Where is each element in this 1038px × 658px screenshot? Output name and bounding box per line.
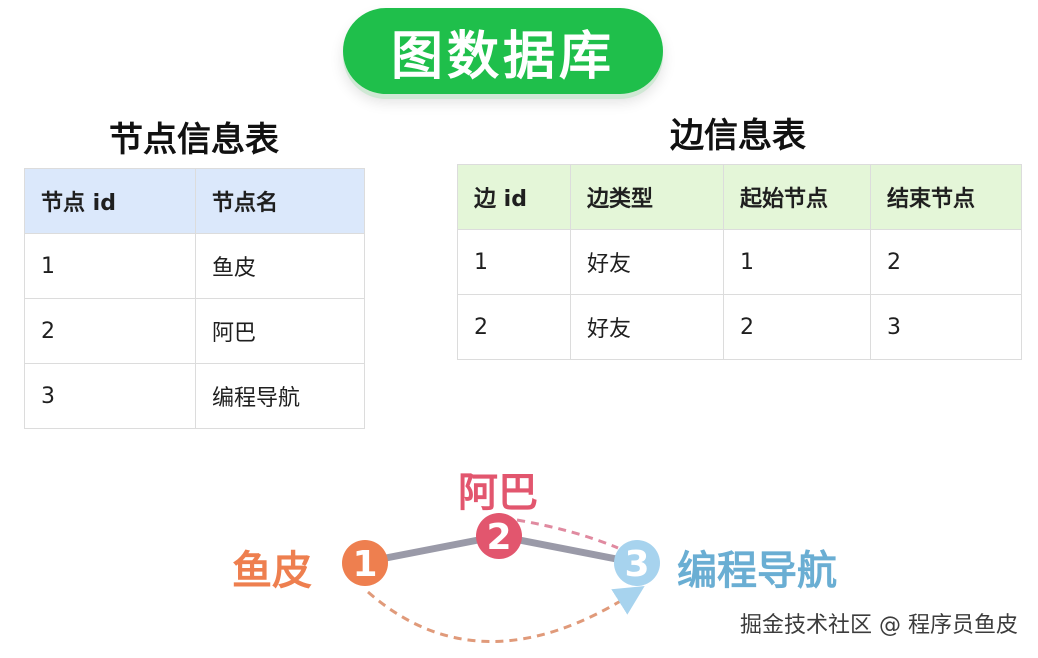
watermark: 掘金技术社区 @ 程序员鱼皮 [740,613,1018,638]
edge-table-heading: 边信息表 [670,116,806,156]
column-header-node-name: 节点名 [195,168,365,234]
node-id-2: 2 [486,517,511,558]
dashed-arc-1-3 [367,585,645,643]
cell-node-name: 鱼皮 [195,233,365,299]
node-info-table: 节点 id 节点名 1 鱼皮 2 阿巴 3 编程导航 [24,168,365,429]
cell-node-name: 阿巴 [195,298,365,364]
cell-edge-id: 1 [457,229,571,295]
cell-node-name: 编程导航 [195,363,365,429]
node-table-heading: 节点信息表 [109,120,279,160]
node-circle-2 [476,513,522,559]
edge-info-table: 边 id 边类型 起始节点 结束节点 1 好友 1 2 2 好友 2 3 [457,164,1022,360]
node-label-2: 阿巴 [458,470,538,516]
table-row: 2 好友 2 3 [457,294,1022,360]
title-banner: 图数据库 [343,8,663,94]
table-header-row: 边 id 边类型 起始节点 结束节点 [457,164,1022,230]
title-text: 图数据库 [390,26,615,87]
column-header-edge-id: 边 id [457,164,571,230]
table-row: 3 编程导航 [24,363,365,429]
cell-start-node: 1 [723,229,871,295]
cell-edge-id: 2 [457,294,571,360]
table-row: 2 阿巴 [24,298,365,364]
edge-2-3 [495,532,641,567]
column-header-edge-type: 边类型 [570,164,724,230]
node-circle-1 [342,540,388,586]
cell-end-node: 3 [870,294,1022,360]
cell-edge-type: 好友 [570,294,724,360]
node-circle-3 [614,540,660,586]
cell-end-node: 2 [870,229,1022,295]
column-header-end-node: 结束节点 [870,164,1022,230]
node-id-1: 1 [352,544,377,585]
table-header-row: 节点 id 节点名 [24,168,365,234]
cell-node-id: 2 [24,298,196,364]
column-header-start-node: 起始节点 [723,164,871,230]
cell-edge-type: 好友 [570,229,724,295]
node-label-3: 编程导航 [677,548,837,594]
table-row: 1 好友 1 2 [457,229,1022,295]
node-id-3: 3 [624,544,649,585]
cell-node-id: 3 [24,363,196,429]
node-label-1: 鱼皮 [232,548,312,594]
